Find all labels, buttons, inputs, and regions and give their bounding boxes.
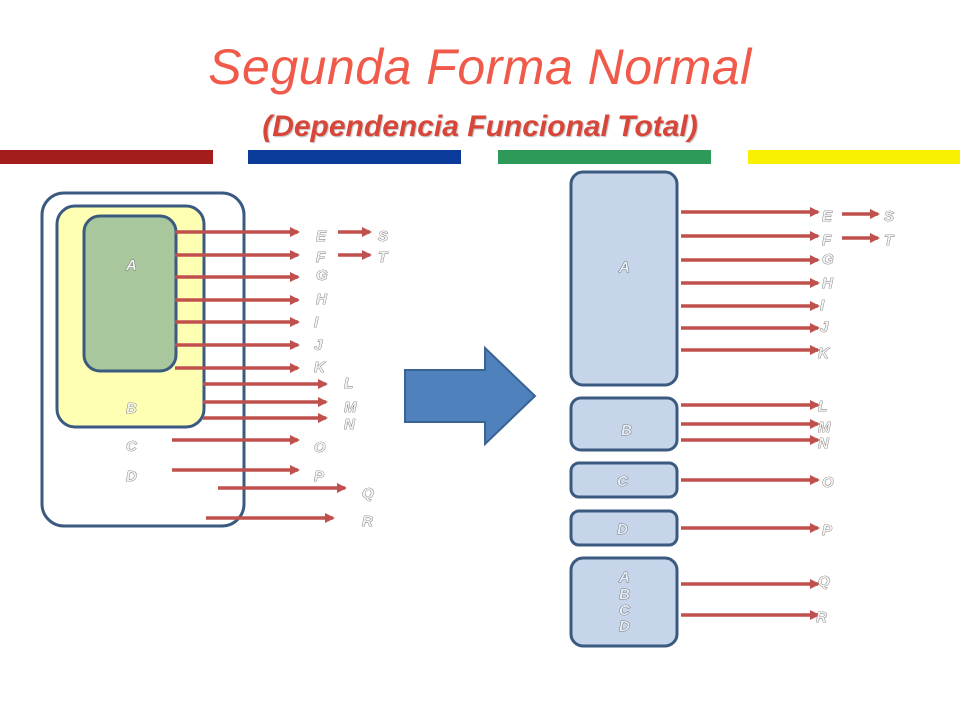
bar-red [0, 150, 213, 164]
table-abcd-key-d: D [619, 618, 630, 635]
left-attr-i: I [314, 314, 319, 331]
left-attr-q: Q [362, 485, 374, 502]
right-attr-j: J [820, 319, 829, 336]
right-attr-h: H [822, 275, 834, 292]
left-arrows [172, 227, 372, 523]
right-tables [569, 170, 679, 648]
bar-green [498, 150, 711, 164]
table-abcd-key-c: C [619, 602, 631, 619]
bar-blue [248, 150, 461, 164]
left-attr-r: R [362, 513, 373, 530]
right-attr-i: I [820, 297, 825, 314]
table-b-key: B [621, 422, 632, 439]
right-attr-t: T [884, 232, 895, 249]
left-key-d: D [126, 468, 137, 485]
right-attr-o: O [822, 474, 834, 491]
left-key-c: C [126, 438, 138, 455]
right-attr-f: F [822, 232, 832, 249]
right-attr-s: S [884, 208, 894, 225]
left-key-a: A [125, 257, 137, 274]
table-abcd-key-a: A [618, 569, 630, 586]
right-attr-e: E [822, 208, 833, 225]
right-attr-p: P [822, 522, 833, 539]
left-attr-h: H [316, 291, 328, 308]
transform-arrow [404, 345, 537, 447]
left-attr-s: S [378, 228, 388, 245]
left-attr-j: J [314, 337, 323, 354]
table-abcd-key-b: B [619, 586, 630, 603]
right-attr-q: Q [818, 573, 830, 590]
bar-yellow [748, 150, 960, 164]
right-attr-n: N [818, 435, 830, 452]
right-arrows [681, 207, 880, 620]
table-d-key: D [617, 521, 628, 538]
table-c-box [569, 461, 679, 499]
left-attr-p: P [314, 468, 325, 485]
page-subtitle: (Dependencia Funcional Total) [262, 110, 698, 143]
page-title: Segunda Forma Normal [208, 39, 752, 95]
table-b-box [569, 396, 679, 452]
left-attr-m: M [344, 399, 357, 416]
right-attr-g: G [822, 251, 834, 268]
right-attr-k: K [818, 345, 830, 362]
right-attr-m: M [818, 419, 831, 436]
table-d-box [569, 509, 679, 547]
left-attr-k: K [314, 359, 326, 376]
left-attr-o: O [314, 439, 326, 456]
table-c-key: C [617, 473, 629, 490]
inner-green-box [82, 214, 178, 373]
left-attr-e: E [316, 228, 327, 245]
table-abcd-box [569, 556, 679, 648]
right-attr-r: R [816, 609, 827, 626]
left-attr-l: L [344, 375, 353, 392]
right-labels: A B C D A B C D E F G H I J K S T L M N … [617, 208, 896, 636]
left-attr-f: F [316, 249, 326, 266]
table-a-box [569, 170, 679, 387]
right-attr-l: L [818, 398, 827, 415]
table-a-key: A [618, 259, 630, 276]
left-attr-n: N [344, 416, 356, 433]
left-attr-t: T [378, 249, 389, 266]
left-attr-g: G [316, 267, 328, 284]
left-labels: A B C D E F G H I J K L M N O P Q R S T [125, 228, 390, 531]
left-key-b: B [126, 400, 137, 417]
